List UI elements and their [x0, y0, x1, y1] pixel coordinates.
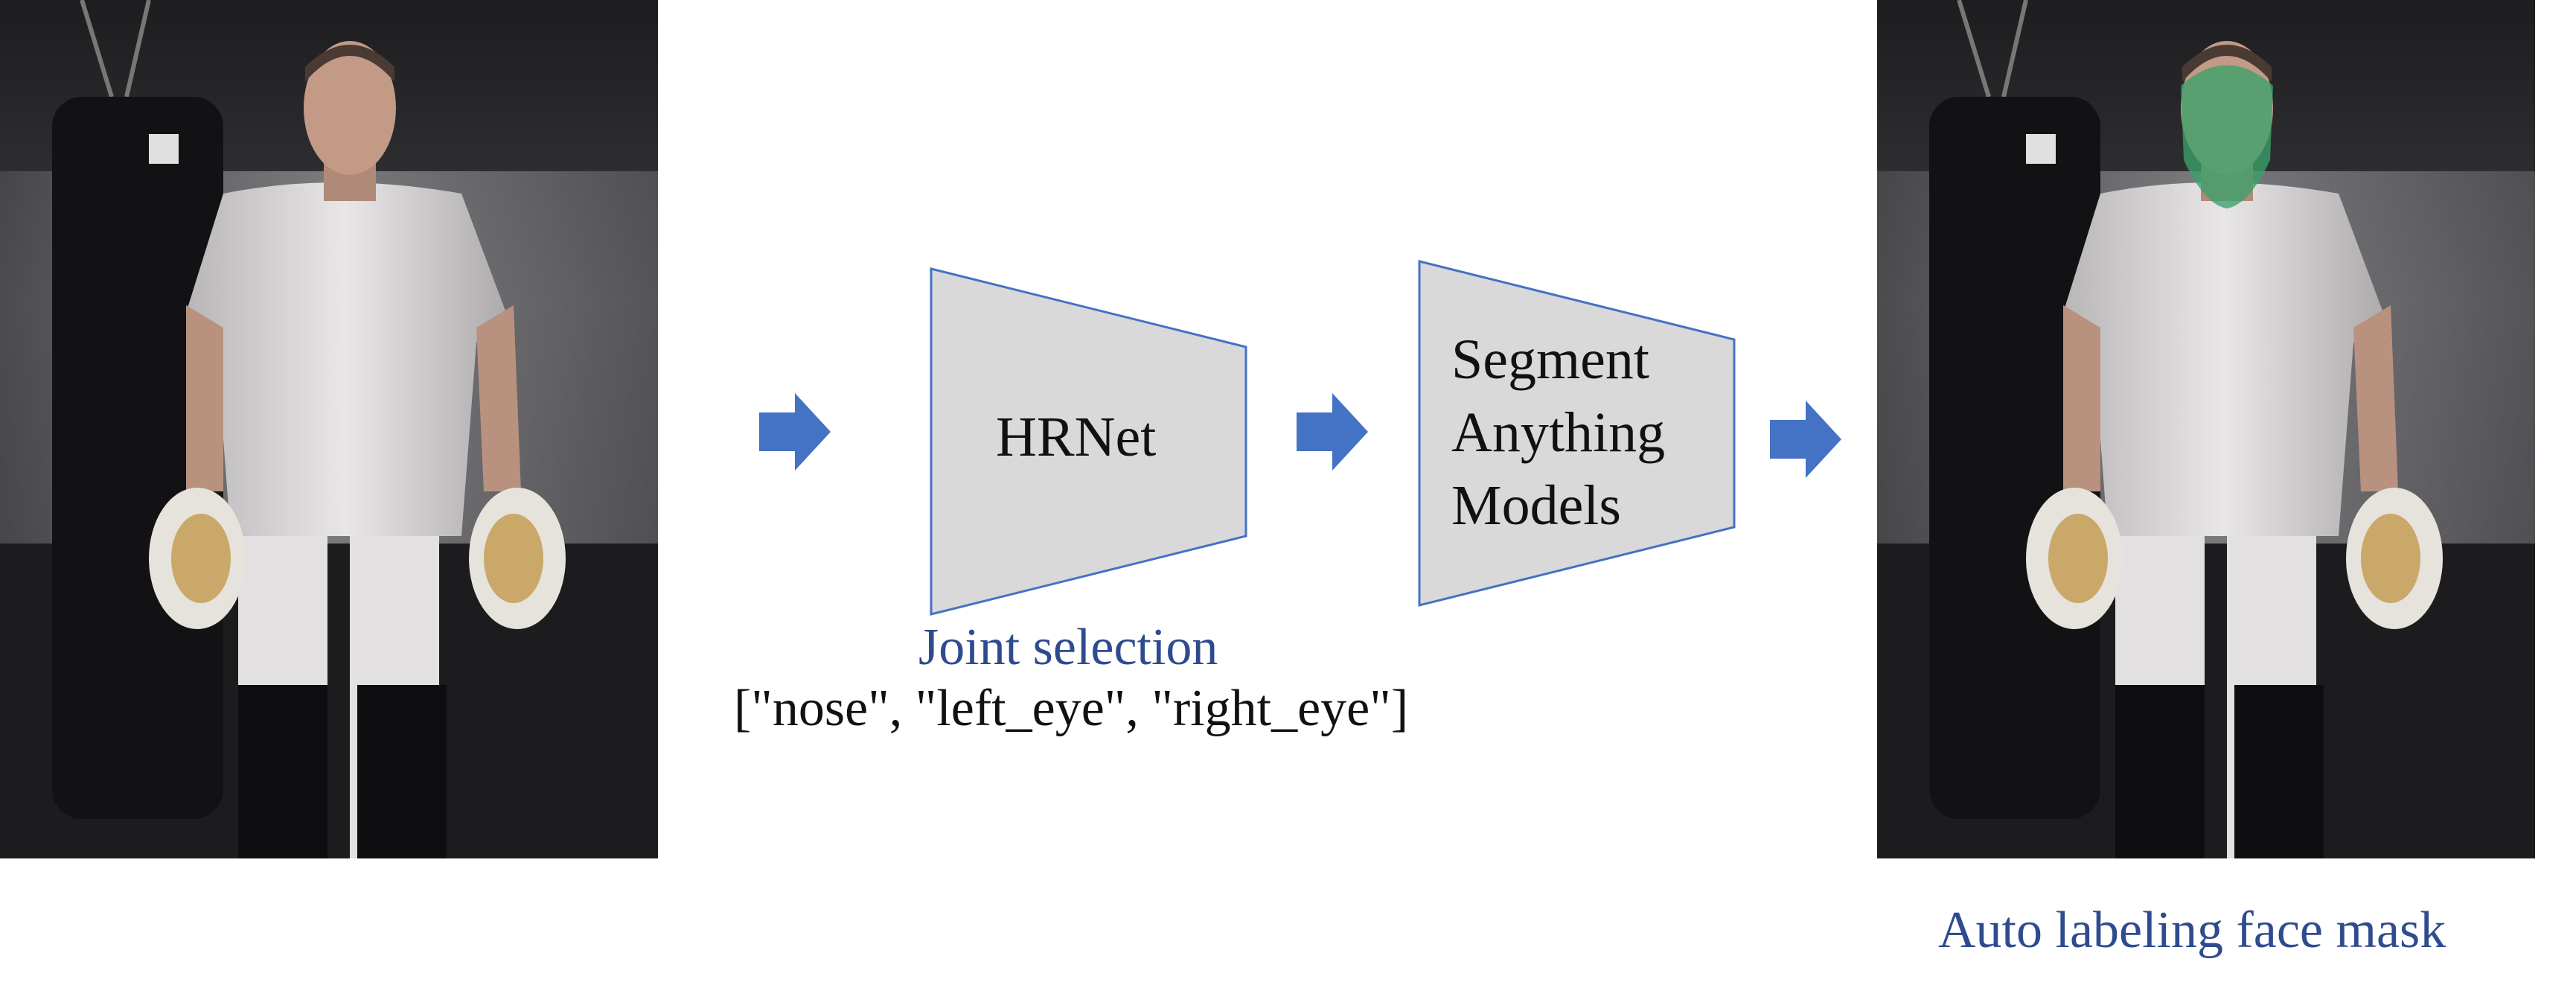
hrnet-block: HRNet — [929, 267, 1250, 616]
hrnet-label: HRNet — [996, 405, 1156, 470]
arrow-right-icon — [759, 393, 831, 471]
fighter-photo-face-mask-illustration — [1877, 0, 2535, 858]
sam-label-line-3: Models — [1451, 469, 1665, 542]
joint-selection-title: Joint selection — [918, 618, 1218, 678]
segment-anything-label: Segment Anything Models — [1451, 323, 1665, 542]
sam-label-line-1: Segment — [1451, 323, 1665, 396]
arrow-right-icon — [1770, 401, 1841, 478]
output-photo — [1877, 0, 2535, 858]
sam-label-line-2: Anything — [1451, 396, 1665, 469]
arrow-right-icon — [1297, 393, 1368, 471]
result-caption: Auto labeling face mask — [1938, 901, 2446, 960]
fighter-photo-illustration — [0, 0, 658, 858]
input-photo — [0, 0, 658, 858]
segment-anything-block: Segment Anything Models — [1417, 259, 1739, 608]
joint-selection-list: ["nose", "left_eye", "right_eye"] — [734, 679, 1408, 739]
